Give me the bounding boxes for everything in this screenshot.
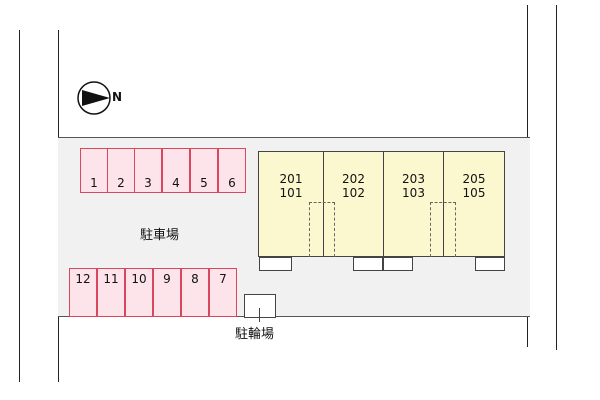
bike-parking-label: 駐輪場 [235, 327, 275, 342]
parking-space-number: 8 [191, 272, 199, 286]
building-unit: 205 105 [443, 151, 505, 257]
compass: N [76, 80, 136, 116]
unit-number-lower: 103 [402, 186, 425, 200]
unit-number-upper: 201 [279, 172, 303, 186]
boundary-line-right-outer [556, 5, 557, 350]
parking-space-number: 11 [103, 272, 119, 286]
parking-space: 2 [107, 148, 135, 193]
parking-space: 11 [97, 268, 125, 317]
unit-number-lower: 101 [279, 186, 303, 200]
bike-parking-pointer [259, 308, 260, 322]
stair-outline [430, 202, 456, 257]
stair-outline [309, 202, 335, 257]
parking-space-number: 2 [117, 176, 125, 190]
unit-number-upper: 205 [462, 172, 486, 186]
unit-number-lower: 105 [462, 186, 486, 200]
north-arrow-icon [77, 81, 111, 115]
unit-number-upper: 202 [342, 172, 365, 186]
parking-space-number: 3 [144, 176, 152, 190]
entrance-step [475, 257, 505, 271]
parking-space: 10 [125, 268, 153, 317]
entrance-step [259, 257, 292, 271]
entrance-step [353, 257, 383, 271]
compass-label: N [112, 90, 123, 104]
parking-space: 3 [134, 148, 162, 193]
parking-space: 12 [69, 268, 97, 317]
bike-parking-box [244, 294, 276, 318]
parking-space: 8 [181, 268, 209, 317]
parking-space: 7 [209, 268, 237, 317]
parking-space-number: 6 [228, 176, 236, 190]
unit-number-lower: 102 [342, 186, 365, 200]
building-unit: 201 101 [258, 151, 324, 257]
parking-space-number: 1 [90, 176, 98, 190]
building-unit: 203 103 [383, 151, 444, 257]
parking-space-number: 4 [172, 176, 180, 190]
parking-space-number: 12 [75, 272, 91, 286]
unit-number-upper: 203 [402, 172, 425, 186]
parking-label: 駐車場 [140, 228, 180, 243]
parking-space-number: 5 [200, 176, 208, 190]
parking-space: 4 [162, 148, 190, 193]
parking-space-number: 7 [219, 272, 227, 286]
parking-space: 1 [80, 148, 108, 193]
parking-space: 6 [218, 148, 246, 193]
parking-space: 5 [190, 148, 218, 193]
parking-space-number: 10 [131, 272, 147, 286]
road-edge-left [19, 30, 20, 382]
building-unit: 202 102 [323, 151, 384, 257]
entrance-step [383, 257, 413, 271]
parking-space: 9 [153, 268, 181, 317]
parking-space-number: 9 [163, 272, 171, 286]
